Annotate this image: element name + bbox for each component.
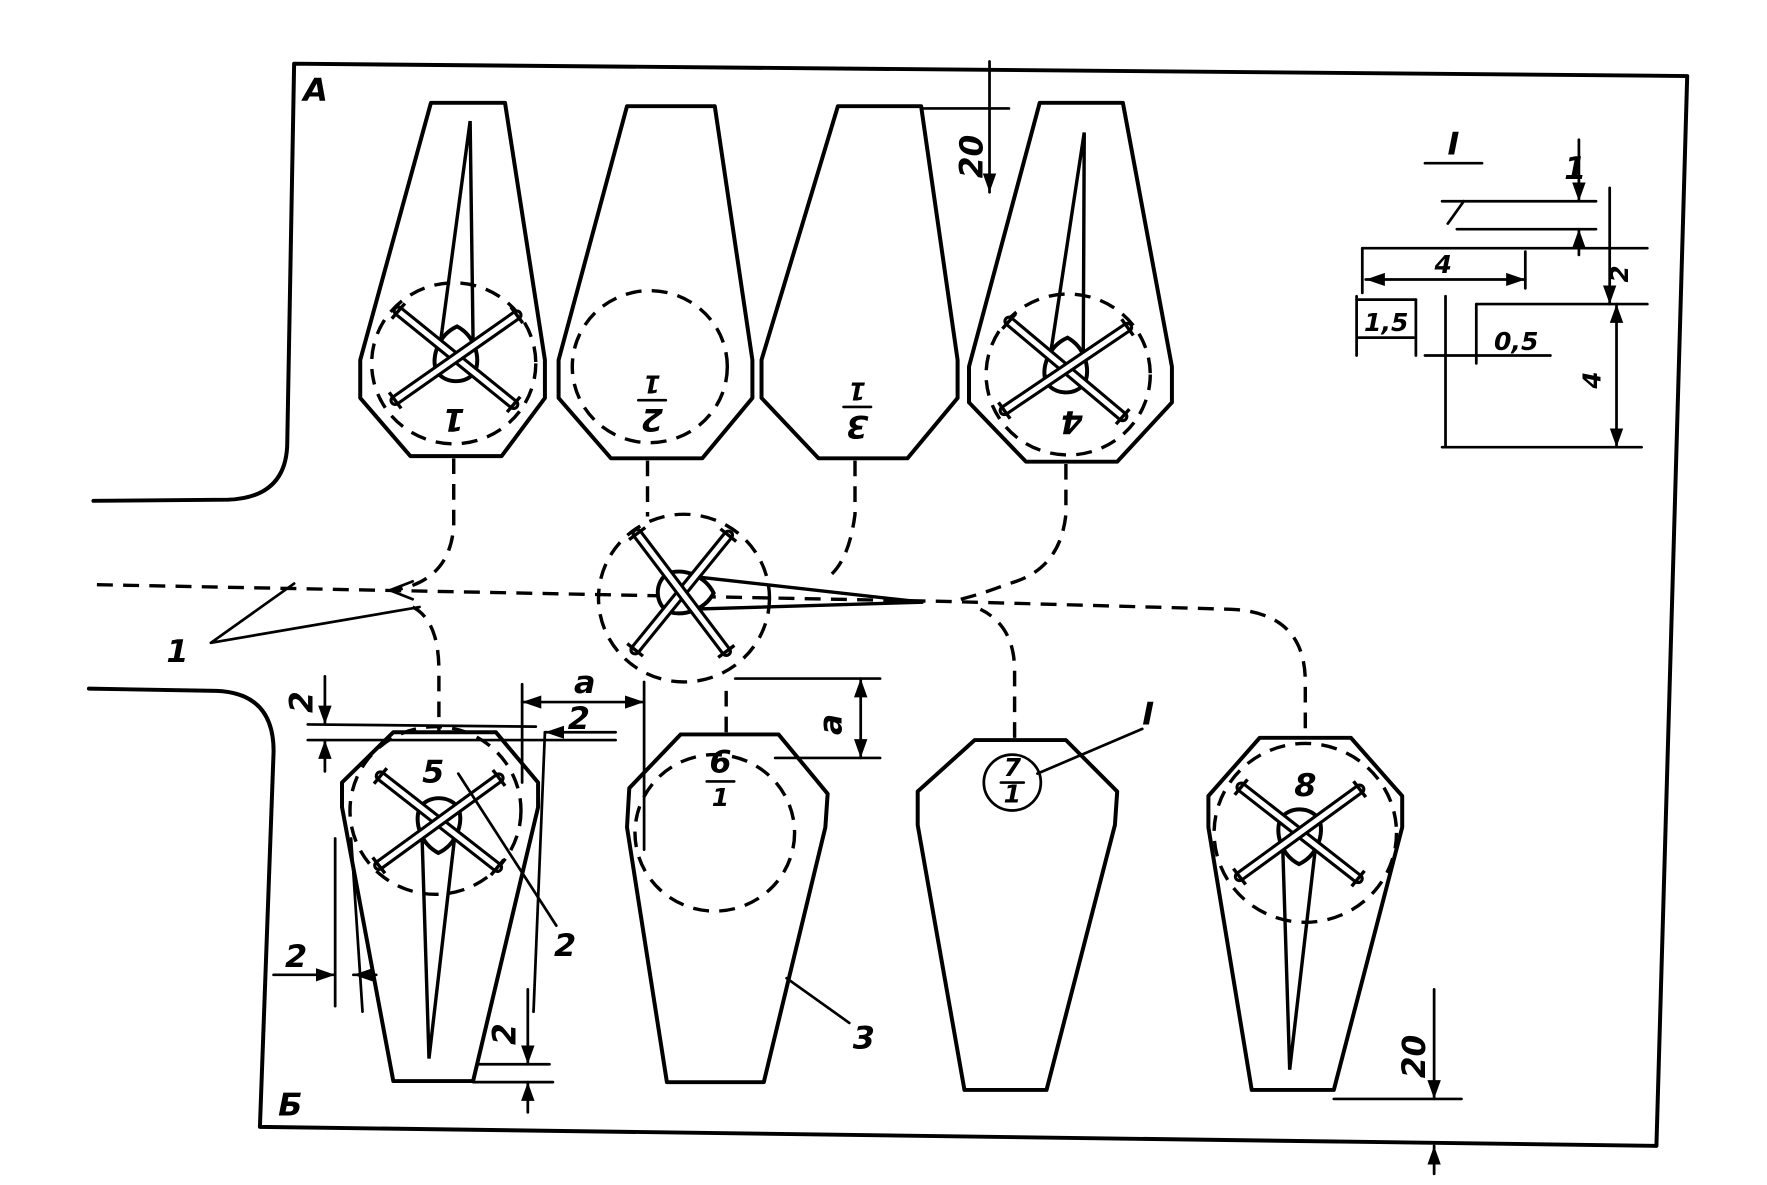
stall-3-number: 3	[846, 408, 868, 444]
helicopter-stall-8	[1230, 779, 1366, 1071]
stall-3-outline	[759, 104, 960, 461]
dim-a-vertical: а	[813, 714, 849, 735]
stall-3-sub: 1	[849, 376, 866, 405]
path-stall-1	[393, 458, 456, 592]
dim-s5-top: 2	[284, 691, 320, 713]
detail-i-width: 4	[1434, 250, 1452, 279]
stall-1-number: 1	[443, 401, 465, 437]
dim-s5-bottom: 2	[487, 1023, 523, 1045]
dim-a-horizontal: а	[574, 665, 596, 701]
helicopter-stall-5	[369, 768, 505, 1060]
callout-2: 2	[554, 928, 576, 964]
callout-2-leader	[456, 772, 558, 927]
detail-i-line-slant	[1446, 199, 1466, 225]
stall-7-sub: 1	[1004, 780, 1021, 809]
detail-i-dim-2: 2	[1605, 265, 1634, 282]
dim-s5-side-ext-b	[349, 837, 364, 1014]
path-stall-4	[951, 463, 1068, 604]
rotor-circle-stall-2	[570, 288, 730, 445]
helicopter-center	[627, 527, 925, 661]
stall-5-number: 5	[422, 755, 444, 791]
stall-2-number: 2	[641, 401, 663, 437]
corner-label-a: А	[300, 73, 328, 109]
dim-bottom-20: 20	[1397, 1035, 1433, 1079]
callout-1: 1	[166, 634, 188, 670]
stall-6-sub: 1	[712, 783, 729, 812]
callout-i: I	[1142, 697, 1154, 733]
callout-i-leader	[1036, 727, 1144, 775]
dim-s5-top-right: 2	[568, 701, 590, 737]
stall-2-sub: 1	[643, 370, 660, 399]
dim-s5-top-line-a	[306, 723, 538, 728]
rotor-circle-stall-1	[369, 281, 538, 446]
helicopter-stall-1	[389, 119, 530, 413]
detail-i: I 1 4 2 1,5 0,5 4	[1355, 127, 1649, 449]
stall-8-outline	[1206, 735, 1405, 1092]
detail-i-marker-circle	[982, 753, 1043, 812]
rotor-circle-stall-6	[633, 752, 797, 913]
detail-i-title: I	[1448, 127, 1460, 163]
stall-6-outline	[625, 732, 830, 1085]
stall-8-number: 8	[1294, 768, 1316, 804]
stall-4-outline	[967, 100, 1174, 464]
stall-6-label: 6 1	[705, 745, 736, 812]
detail-i-dim-0-5: 0,5	[1494, 327, 1538, 356]
path-stall-5	[411, 605, 441, 733]
path-arrow	[386, 579, 415, 601]
callout-3-leader	[785, 976, 851, 1025]
rotor-circle-stall-4	[984, 292, 1152, 457]
towed-aircraft-outline	[209, 582, 421, 645]
stall-3-label: 3 1	[842, 376, 873, 444]
stall-7-outline	[915, 738, 1120, 1092]
dim-s5-side: 2	[285, 939, 307, 975]
main-towing-path	[96, 582, 1308, 738]
stall-2-outline	[556, 104, 755, 461]
path-stall-7	[979, 607, 1017, 738]
detail-i-dim-1: 1	[1564, 151, 1586, 187]
stall-1-outline	[358, 100, 547, 459]
stall-2-label: 2 1	[637, 370, 668, 437]
stall-7-number: 7	[1004, 753, 1022, 782]
path-stall-3	[828, 460, 857, 577]
stall-7-label: 7 1	[999, 753, 1026, 809]
callout-3: 3	[853, 1021, 875, 1057]
dim-s5-right-extension	[532, 730, 547, 1014]
rotor-circle-center	[596, 512, 772, 684]
stall-6-number: 6	[709, 745, 731, 781]
hangar-wall-outline	[86, 61, 1690, 1148]
detail-i-dim-4-vertical: 4	[1577, 372, 1606, 390]
dim-top-20: 20	[954, 135, 990, 179]
stall-4-number: 4	[1060, 403, 1083, 439]
detail-i-dim-1-5: 1,5	[1364, 308, 1408, 337]
corner-label-b: Б	[278, 1088, 302, 1124]
